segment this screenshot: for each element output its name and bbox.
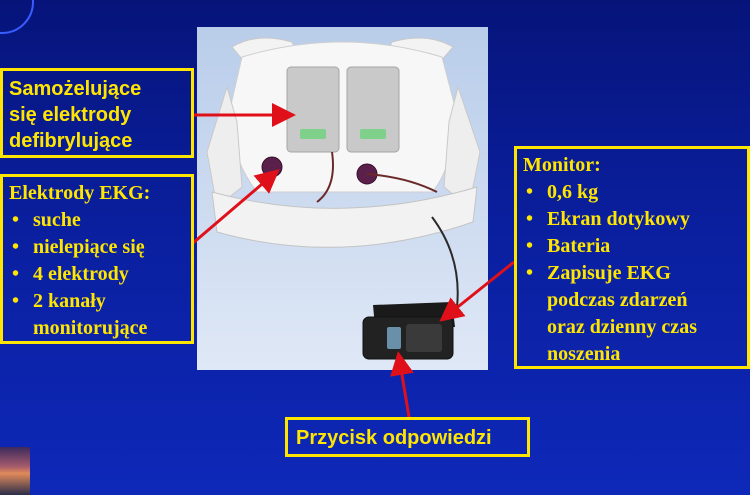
monitor-item-4-line-1: Zapisuje EKG	[547, 262, 671, 284]
ekg-electrodes-box: Elektrody EKG: suche nielepiące się 4 el…	[0, 174, 194, 344]
monitor-item: Bateria	[523, 233, 741, 260]
monitor-item: Zapisuje EKG podczas zdarzeń oraz dzienn…	[523, 260, 741, 368]
defibrillation-electrode-right	[346, 66, 400, 153]
monitor-box: Monitor: 0,6 kg Ekran dotykowy Bateria Z…	[514, 146, 750, 369]
ekg-list: suche nielepiące się 4 elektrody 2 kanał…	[9, 207, 185, 342]
vest-illustration	[206, 37, 481, 360]
response-button-label-box: Przycisk odpowiedzi	[285, 417, 530, 457]
ekg-item-4-line-2: monitorujące	[33, 317, 148, 339]
arrow-to-response-button	[390, 351, 414, 418]
ekg-item: nielepiące się	[9, 234, 185, 261]
monitor-item-4-line-2: podczas zdarzeń	[547, 289, 688, 311]
monitor-screen	[387, 327, 401, 349]
ekg-item-4-line-1: 2 kanały	[33, 290, 106, 312]
ekg-item: 4 elektrody	[9, 261, 185, 288]
response-button-label: Przycisk odpowiedzi	[296, 427, 492, 449]
defib-electrodes-line-2: się elektrody	[9, 104, 132, 126]
monitor-item: 0,6 kg	[523, 179, 741, 206]
defib-electrodes-line-1: Samożelujące	[9, 78, 142, 100]
defib-electrodes-line-3: defibrylujące	[9, 130, 133, 152]
monitor-item-4-line-3: oraz dzienny czas	[547, 316, 697, 338]
monitor-title: Monitor:	[523, 154, 601, 176]
ekg-title: Elektrody EKG:	[9, 182, 151, 204]
arrow-to-ekg-electrodes	[192, 169, 280, 245]
monitor-list: 0,6 kg Ekran dotykowy Bateria Zapisuje E…	[523, 179, 741, 368]
corner-thumbnail-image	[0, 447, 30, 495]
ekg-item: suche	[9, 207, 185, 234]
arrow-to-monitor	[439, 260, 515, 322]
monitor-item-4-line-4: noszenia	[547, 343, 621, 365]
monitor-item: Ekran dotykowy	[523, 206, 741, 233]
ekg-item: 2 kanały monitorujące	[9, 288, 185, 342]
defib-electrodes-label-box: Samożelujące się elektrody defibrylujące	[0, 68, 194, 158]
